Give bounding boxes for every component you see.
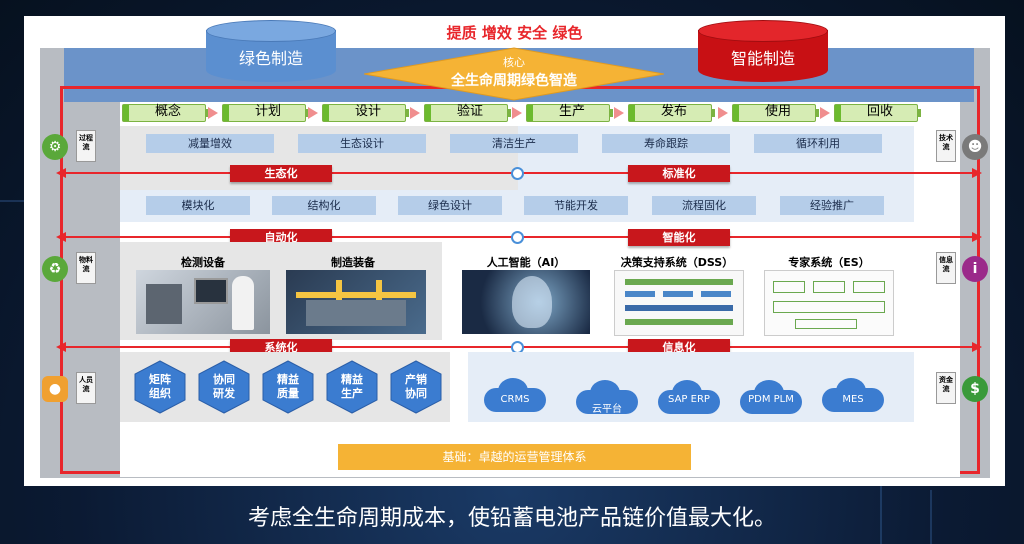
base-foundation-bar: 基础：卓越的运营管理体系 <box>338 444 691 470</box>
stage-arrow-icon <box>410 107 420 119</box>
dollar-icon: $ <box>962 376 988 402</box>
row2-box: 经验推广 <box>780 196 884 215</box>
arrow-left-icon <box>56 342 66 352</box>
side-label: 信息流 <box>936 252 956 284</box>
tag-info: 信息化 <box>628 339 730 356</box>
hex-item: 协同研发 <box>198 360 250 414</box>
page-title: 提质 增效 安全 绿色 <box>446 24 583 42</box>
row2-box: 节能开发 <box>524 196 628 215</box>
cloud-item: PDM PLM <box>740 378 802 414</box>
row2-box: 流程固化 <box>652 196 756 215</box>
flow-node <box>511 231 524 244</box>
core-diamond: 核心 全生命周期绿色智造 <box>364 46 664 102</box>
row2-box: 绿色设计 <box>398 196 502 215</box>
manufacturing-robots-image <box>286 270 426 334</box>
tag-standard: 标准化 <box>628 165 730 182</box>
lab-equipment-image <box>136 270 270 334</box>
image-caption: 检测设备 <box>181 256 225 269</box>
row2-box: 结构化 <box>272 196 376 215</box>
cloud-item: CRMS <box>484 376 546 412</box>
cloud-item: MES <box>822 376 884 412</box>
row1-box: 循环利用 <box>754 134 882 153</box>
row1-box: 减量增效 <box>146 134 274 153</box>
stage-arrow-icon <box>208 107 218 119</box>
cylinder-label: 绿色制造 <box>238 49 303 68</box>
gears-icon: ⚙ <box>42 134 68 160</box>
side-label: 资金流 <box>936 372 956 404</box>
image-caption: 制造装备 <box>331 256 375 269</box>
dss-diagram-image <box>614 270 744 336</box>
arrow-right-icon <box>972 342 982 352</box>
core-text: 全生命周期绿色智造 <box>451 73 577 89</box>
hex-item: 矩阵组织 <box>134 360 186 414</box>
image-caption: 专家系统（ES） <box>788 256 870 269</box>
stage-arrow-icon <box>718 107 728 119</box>
cloud-item: SAP ERP <box>658 378 720 414</box>
diamond-shape <box>364 47 664 101</box>
image-caption: 决策支持系统（DSS） <box>620 256 734 269</box>
arrow-right-icon <box>972 168 982 178</box>
slide-caption: 考虑全生命周期成本，使铅蓄电池产品链价值最大化。 <box>247 506 776 531</box>
row1-box: 寿命跟踪 <box>602 134 730 153</box>
stage-arrow-icon <box>820 107 830 119</box>
arrow-left-icon <box>56 232 66 242</box>
side-label: 过程流 <box>76 130 96 162</box>
side-label: 技术流 <box>936 130 956 162</box>
ai-head-image <box>462 270 590 334</box>
image-caption: 人工智能（AI） <box>486 256 566 269</box>
cylinder-label: 智能制造 <box>730 49 795 68</box>
diagram-slide: 提质 增效 安全 绿色 绿色制造 智能制造 核心 全生命周期绿色智造 概念 计划… <box>24 16 1005 486</box>
core-label: 核心 <box>503 56 525 69</box>
stage-arrow-icon <box>308 107 318 119</box>
flow-node <box>511 167 524 180</box>
row1-box: 清洁生产 <box>450 134 578 153</box>
bg-decor-line <box>930 490 932 544</box>
tag-auto: 自动化 <box>230 229 332 246</box>
bg-decor-line <box>880 470 882 544</box>
info-icon: i <box>962 256 988 282</box>
hex-item: 精益质量 <box>262 360 314 414</box>
tag-smart: 智能化 <box>628 229 730 246</box>
arrow-right-icon <box>972 232 982 242</box>
side-label: 物料流 <box>76 252 96 284</box>
person-pin-icon: ● <box>42 376 68 402</box>
stage-arrow-icon <box>614 107 624 119</box>
smart-manufacturing-cylinder: 智能制造 <box>698 20 828 82</box>
hex-item: 精益生产 <box>326 360 378 414</box>
green-manufacturing-cylinder: 绿色制造 <box>206 20 336 82</box>
side-label: 人员流 <box>76 372 96 404</box>
row2-box: 模块化 <box>146 196 250 215</box>
es-diagram-image <box>764 270 894 336</box>
tag-eco: 生态化 <box>230 165 332 182</box>
hex-item: 产销协同 <box>390 360 442 414</box>
bg-decor-line <box>0 200 24 202</box>
row1-box: 生态设计 <box>298 134 426 153</box>
stage-arrow-icon <box>512 107 522 119</box>
cloud-item: 云平台 <box>576 378 638 415</box>
arrow-left-icon <box>56 168 66 178</box>
recycle-icon: ♻ <box>42 256 68 282</box>
tag-system: 系统化 <box>230 339 332 356</box>
team-icon: ☻ <box>962 134 988 160</box>
